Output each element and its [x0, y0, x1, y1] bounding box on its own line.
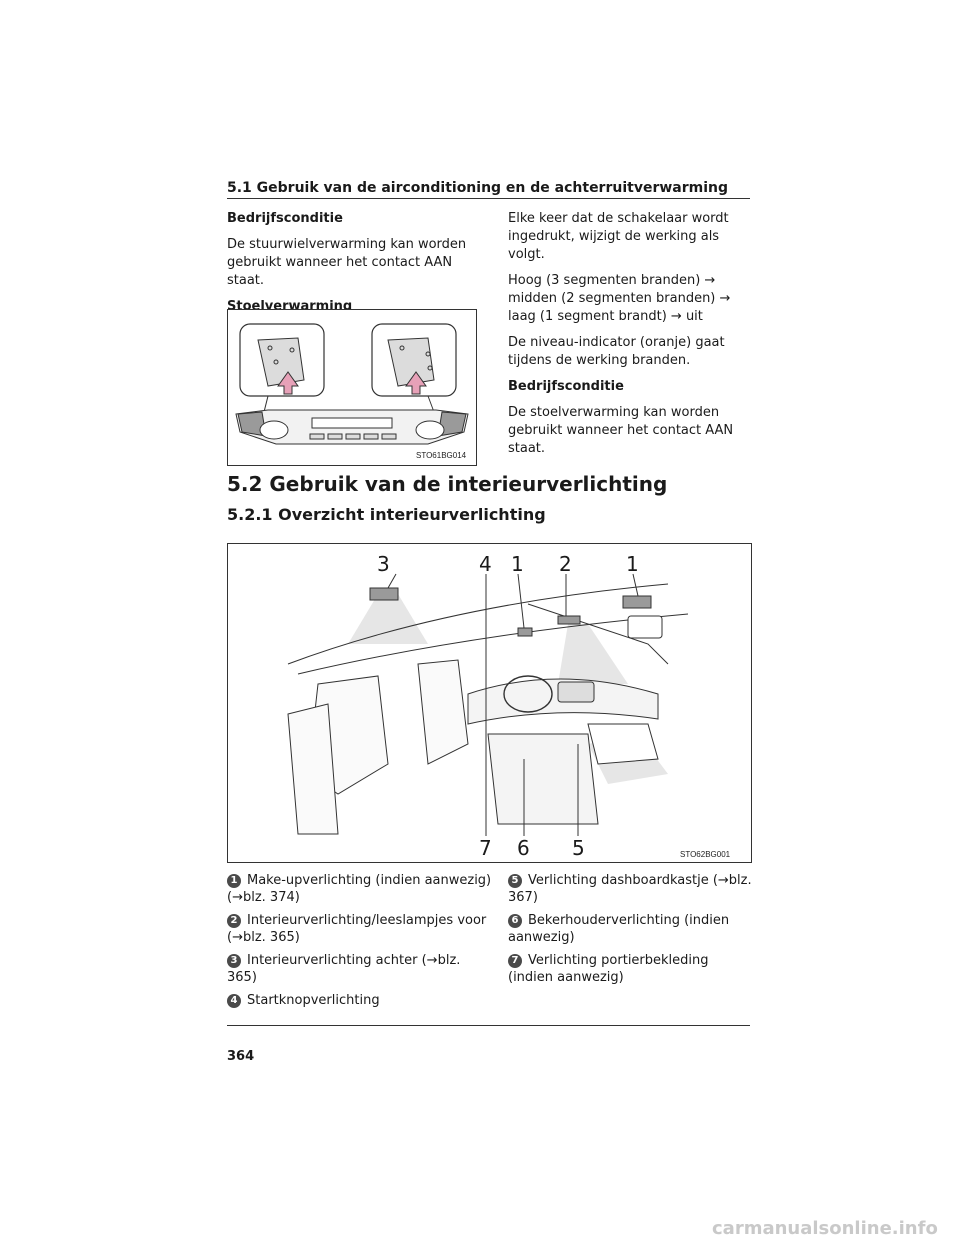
- legend-text: Make-upverlichting (indien aanwezig) (→b…: [227, 873, 492, 905]
- legend-text: Startknopverlichting: [247, 993, 380, 1008]
- paragraph-stuurwielverwarming: De stuurwielverwarming kan worden gebrui…: [227, 237, 467, 288]
- footer-divider: [227, 1025, 750, 1026]
- legend-text: Interieurverlichting/leeslampjes voor (→…: [227, 913, 487, 945]
- right-column: Elke keer dat de schakelaar wordt ingedr…: [508, 210, 753, 458]
- page-number: 364: [227, 1049, 255, 1064]
- watermark: carmanualsonline.info: [712, 1218, 938, 1239]
- callout-number: 1: [626, 552, 639, 576]
- figure-interior-lights: 3 4 1 2 1 7 6 5 STO62BG001: [227, 543, 752, 863]
- callout-number: 5: [572, 836, 585, 860]
- number-badge: 3: [227, 954, 241, 968]
- left-column: Bedrijfsconditie De stuurwielverwarming …: [227, 210, 477, 316]
- legend-text: Interieurverlichting achter (→blz. 365): [227, 953, 461, 985]
- header-divider: [227, 198, 750, 199]
- heading-bedrijfsconditie: Bedrijfsconditie: [227, 211, 343, 226]
- number-badge: 2: [227, 914, 241, 928]
- seat-heater-illustration: [235, 323, 469, 445]
- number-badge: 7: [508, 954, 522, 968]
- subsection-title: 5.2.1 Overzicht interieurverlichting: [227, 505, 546, 524]
- legend-item: 4 Startknopverlichting: [227, 992, 492, 1009]
- paragraph-stoelverwarming: De stoelverwarming kan worden gebruikt w…: [508, 405, 734, 456]
- callout-number: 4: [479, 552, 492, 576]
- interior-illustration: [287, 573, 689, 836]
- paragraph-niveaus: Hoog (3 segmenten branden) → midden (2 s…: [508, 273, 731, 324]
- section-title: 5.2 Gebruik van de interieurverlichting: [227, 472, 668, 496]
- callout-number: 2: [559, 552, 572, 576]
- legend-text: Verlichting portierbekleding (indien aan…: [508, 953, 709, 985]
- number-badge: 1: [227, 874, 241, 888]
- callout-number: 1: [511, 552, 524, 576]
- section-header: 5.1 Gebruik van de airconditioning en de…: [227, 180, 729, 196]
- paragraph-schakelaar: Elke keer dat de schakelaar wordt ingedr…: [508, 211, 729, 262]
- number-badge: 5: [508, 874, 522, 888]
- legend-text: Bekerhouderverlichting (indien aanwezig): [508, 913, 730, 945]
- paragraph-indicator: De niveau-indicator (oranje) gaat tijden…: [508, 335, 725, 368]
- number-badge: 4: [227, 994, 241, 1008]
- legend-text: Verlichting dashboardkastje (→blz. 367): [508, 873, 752, 905]
- callout-number: 3: [377, 552, 390, 576]
- figure-seat-heater: STO61BG014: [227, 309, 477, 466]
- figure-code: STO61BG014: [416, 451, 467, 460]
- heading-bedrijfsconditie-2: Bedrijfsconditie: [508, 379, 624, 394]
- callout-number: 6: [517, 836, 530, 860]
- figure-code: STO62BG001: [680, 850, 731, 859]
- callout-number: 7: [479, 836, 492, 860]
- number-badge: 6: [508, 914, 522, 928]
